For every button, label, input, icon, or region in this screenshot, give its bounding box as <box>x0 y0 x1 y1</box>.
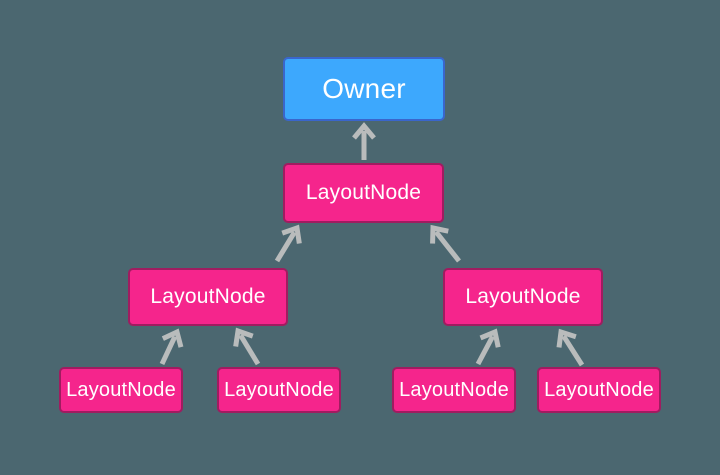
arrow-head-icon <box>479 328 501 348</box>
node-owner: Owner <box>283 57 445 121</box>
arrow-shaft <box>274 230 297 263</box>
arrow-layout-6-to-layout-3 <box>475 328 501 366</box>
node-layout-5: LayoutNode <box>217 367 341 413</box>
arrow-shaft <box>475 335 495 366</box>
arrow-head-icon <box>430 224 449 244</box>
arrow-layout-4-to-layout-2 <box>159 328 184 366</box>
node-layout-3: LayoutNode <box>443 268 603 326</box>
arrow-layout-3-to-layout-1 <box>430 224 461 263</box>
node-layout-1: LayoutNode <box>283 163 444 223</box>
arrow-layout-2-to-layout-1 <box>274 224 302 263</box>
node-layout-7: LayoutNode <box>537 367 661 413</box>
arrow-layout-5-to-layout-2 <box>233 327 261 366</box>
arrow-shaft <box>159 335 178 366</box>
node-layout-4: LayoutNode <box>59 367 183 413</box>
node-layout-6: LayoutNode <box>392 367 516 413</box>
arrow-head-icon <box>161 328 184 348</box>
node-layout-2: LayoutNode <box>128 268 288 326</box>
arrow-head-icon <box>556 328 577 348</box>
arrow-head-icon <box>281 224 302 244</box>
arrow-layout-1-to-owner <box>352 122 376 160</box>
arrow-shaft <box>434 230 461 263</box>
arrow-head-icon <box>352 122 376 140</box>
arrow-shaft <box>238 333 261 366</box>
arrow-head-icon <box>233 327 254 347</box>
arrow-shaft <box>561 334 585 367</box>
arrow-layout-7-to-layout-3 <box>556 328 585 367</box>
